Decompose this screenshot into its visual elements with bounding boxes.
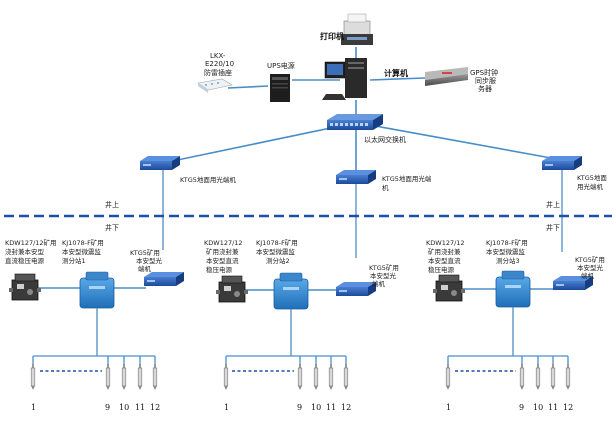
- gps-label: GPS时钟 同步服 务器: [470, 68, 500, 93]
- shaft-links: [162, 168, 563, 258]
- sensor-labels-1: 1 9 10 11 12: [31, 403, 160, 412]
- underground-terminal-1-label: KTG5矿用 本安型光 端机: [130, 248, 164, 273]
- svg-text:11: 11: [548, 403, 558, 412]
- sensor-3-9-icon: [519, 363, 525, 391]
- lightning-socket-label: LKX- E220/10 防雷插座: [204, 52, 236, 77]
- sensor-1-11-icon: [137, 363, 143, 391]
- sensor-1-9-icon: [105, 363, 111, 391]
- label-above-left: 井上: [105, 200, 119, 209]
- gps-server-icon: [425, 67, 468, 86]
- sensor-3-1-icon: [445, 363, 451, 391]
- svg-text:10: 10: [533, 403, 543, 412]
- ups-icon: [270, 74, 290, 102]
- sensor-2-10-icon: [313, 363, 319, 391]
- svg-text:10: 10: [119, 403, 129, 412]
- svg-text:9: 9: [519, 403, 524, 412]
- substation-3-label: KJ1078-F矿用 本安型微震监 测分站3: [486, 238, 530, 265]
- sensor-1-10-icon: [121, 363, 127, 391]
- right-surface-terminal-icon: [542, 156, 582, 170]
- substation-1-icon: [79, 271, 115, 309]
- computer-icon: [322, 58, 367, 100]
- power-supply-3-icon: [432, 274, 466, 302]
- computer-label: 计算机: [384, 68, 408, 78]
- label-above-right: 井上: [546, 200, 560, 209]
- sensor-2-11-icon: [328, 363, 334, 391]
- svg-text:1: 1: [31, 403, 36, 412]
- substation-1-group: [8, 271, 184, 391]
- ups-label: UPS电源: [267, 61, 295, 70]
- underground-terminal-2-icon: [336, 282, 376, 296]
- sensor-1-12-icon: [152, 363, 158, 391]
- mid-surface-terminal-label: KTG5地面用光端 机: [382, 174, 433, 192]
- left-surface-terminal-label: KTG5地面用光端机: [180, 175, 236, 184]
- svg-text:12: 12: [341, 403, 351, 412]
- substation-3-icon: [495, 270, 531, 308]
- sensor-2-12-icon: [343, 363, 349, 391]
- sensor-3-11-icon: [550, 363, 556, 391]
- substation-3-group: [432, 270, 593, 391]
- sensor-labels-2: 1 9 10 11 12: [224, 403, 351, 412]
- svg-text:11: 11: [135, 403, 145, 412]
- sensor-2-1-icon: [223, 363, 229, 391]
- power-supply-3-label: KDW127/12 矿用浇封兼 本安型直流 稳压电源: [426, 239, 467, 274]
- substation-2-group: [215, 272, 376, 391]
- svg-text:1: 1: [224, 403, 229, 412]
- substation-2-label: KJ1078-F矿用 本安型微震监 测分站2: [256, 238, 300, 265]
- label-below-left: 井下: [105, 223, 119, 232]
- lightning-socket-icon: [197, 78, 233, 93]
- svg-text:12: 12: [563, 403, 573, 412]
- sensor-1-1-icon: [30, 363, 36, 391]
- svg-text:10: 10: [311, 403, 321, 412]
- right-surface-terminal-label: KTG5地面 用光端机: [577, 173, 609, 191]
- svg-text:9: 9: [297, 403, 302, 412]
- substation-2-icon: [273, 272, 309, 310]
- underground-terminal-3-label: KTG5矿用 本安型光 端机: [575, 255, 607, 280]
- power-supply-1-icon: [8, 273, 42, 301]
- svg-text:1: 1: [446, 403, 451, 412]
- svg-text:11: 11: [326, 403, 336, 412]
- ethernet-switch-icon: [327, 114, 383, 130]
- sensor-2-9-icon: [297, 363, 303, 391]
- printer-icon: [341, 13, 373, 45]
- svg-text:12: 12: [150, 403, 160, 412]
- sensor-labels-3: 1 9 10 11 12: [446, 403, 573, 412]
- underground-terminal-2-label: KTG5矿用 本安型光 端机: [369, 263, 401, 288]
- ethernet-switch-label: 以太网交换机: [364, 135, 406, 144]
- backbone-links: [162, 47, 563, 172]
- sensor-3-10-icon: [535, 363, 541, 391]
- underground-terminal-1-icon: [144, 272, 184, 286]
- power-supply-1-label: KDW127/12矿用 浇封兼本安型 直流稳压电源: [5, 238, 59, 265]
- power-supply-2-label: KDW127/12 矿用浇封兼 本安型直流 稳压电源: [204, 239, 245, 274]
- mid-surface-terminal-icon: [336, 170, 376, 184]
- left-surface-terminal-icon: [140, 156, 180, 170]
- sensor-3-12-icon: [565, 363, 571, 391]
- label-below-right: 井下: [546, 223, 560, 232]
- substation-1-label: KJ1078-F矿用 本安型微震监 测分站1: [62, 238, 106, 265]
- printer-label: 打印机: [320, 31, 344, 41]
- svg-text:9: 9: [105, 403, 110, 412]
- power-supply-2-icon: [215, 275, 249, 303]
